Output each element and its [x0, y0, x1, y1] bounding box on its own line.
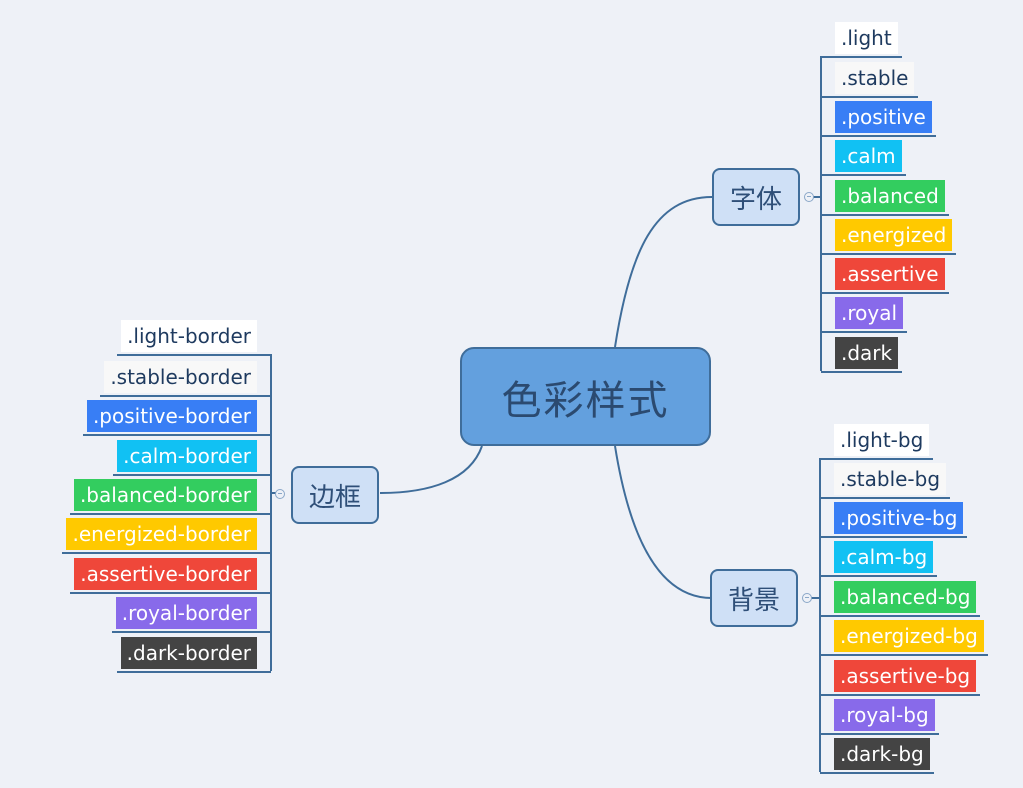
- class-chip-positive[interactable]: .positive: [835, 101, 932, 133]
- topic-font[interactable]: 字体: [712, 168, 800, 226]
- class-chip-positive-border[interactable]: .positive-border: [86, 400, 257, 432]
- chip-underline: [821, 292, 949, 294]
- class-chip-royal-bg[interactable]: .royal-bg: [834, 699, 935, 731]
- chip-underline: [821, 96, 919, 98]
- class-chip-light[interactable]: .light: [835, 22, 898, 54]
- chip-underline: [820, 772, 934, 774]
- class-chip-energized[interactable]: .energized: [835, 219, 953, 251]
- topic-bg[interactable]: 背景: [710, 569, 798, 627]
- class-chip-dark-border[interactable]: .dark-border: [120, 637, 257, 669]
- class-chip-royal[interactable]: .royal: [835, 297, 904, 329]
- class-chip-dark[interactable]: .dark: [835, 337, 899, 369]
- collapse-bg-icon[interactable]: [802, 593, 812, 603]
- chip-underline: [113, 474, 271, 476]
- class-chip-stable-bg[interactable]: .stable-bg: [834, 463, 947, 495]
- class-chip-assertive-border[interactable]: .assertive-border: [74, 558, 257, 590]
- bracket-border: [270, 354, 280, 671]
- class-chip-stable[interactable]: .stable: [835, 62, 915, 94]
- topic-border[interactable]: 边框: [291, 466, 379, 524]
- connector-root-bg: [614, 445, 713, 599]
- class-chip-royal-border[interactable]: .royal-border: [115, 597, 257, 629]
- class-chip-energized-bg[interactable]: .energized-bg: [834, 620, 984, 652]
- class-chip-light-bg[interactable]: .light-bg: [834, 424, 930, 456]
- chip-underline: [820, 694, 981, 696]
- bracket-font: [810, 56, 822, 371]
- class-chip-positive-bg[interactable]: .positive-bg: [834, 502, 964, 534]
- chip-underline: [821, 214, 949, 216]
- chip-underline: [821, 174, 906, 176]
- class-chip-balanced-bg[interactable]: .balanced-bg: [834, 581, 977, 613]
- class-chip-assertive[interactable]: .assertive: [835, 258, 945, 290]
- chip-underline: [111, 631, 271, 633]
- connector-root-font: [614, 196, 713, 348]
- class-chip-balanced-border[interactable]: .balanced-border: [73, 479, 257, 511]
- root-topic[interactable]: 色彩样式: [460, 347, 711, 446]
- chip-underline: [820, 536, 968, 538]
- chip-underline: [820, 654, 988, 656]
- chip-underline: [821, 135, 936, 137]
- chip-underline: [82, 434, 271, 436]
- class-chip-balanced[interactable]: .balanced: [835, 180, 945, 212]
- chip-underline: [821, 371, 903, 373]
- class-chip-calm-bg[interactable]: .calm-bg: [834, 541, 934, 573]
- class-chip-calm[interactable]: .calm: [835, 140, 902, 172]
- chip-underline: [821, 253, 957, 255]
- chip-underline: [116, 671, 271, 673]
- chip-underline: [69, 513, 271, 515]
- chip-underline: [820, 575, 938, 577]
- chip-underline: [62, 552, 271, 554]
- chip-underline: [820, 458, 934, 460]
- chip-underline: [70, 592, 271, 594]
- connector-root-border: [379, 445, 483, 494]
- collapse-font-icon[interactable]: [804, 192, 814, 202]
- chip-underline: [820, 733, 939, 735]
- chip-underline: [820, 615, 981, 617]
- chip-underline: [821, 331, 908, 333]
- collapse-border-icon[interactable]: [275, 489, 285, 499]
- bracket-bg: [808, 458, 821, 772]
- class-chip-dark-bg[interactable]: .dark-bg: [834, 738, 930, 770]
- class-chip-assertive-bg[interactable]: .assertive-bg: [834, 660, 977, 692]
- chip-underline: [820, 497, 951, 499]
- class-chip-stable-border[interactable]: .stable-border: [104, 361, 257, 393]
- chip-underline: [821, 56, 902, 58]
- chip-underline: [117, 354, 271, 356]
- chip-underline: [100, 395, 271, 397]
- class-chip-light-border[interactable]: .light-border: [121, 320, 257, 352]
- class-chip-calm-border[interactable]: .calm-border: [117, 440, 257, 472]
- class-chip-energized-border[interactable]: .energized-border: [66, 518, 257, 550]
